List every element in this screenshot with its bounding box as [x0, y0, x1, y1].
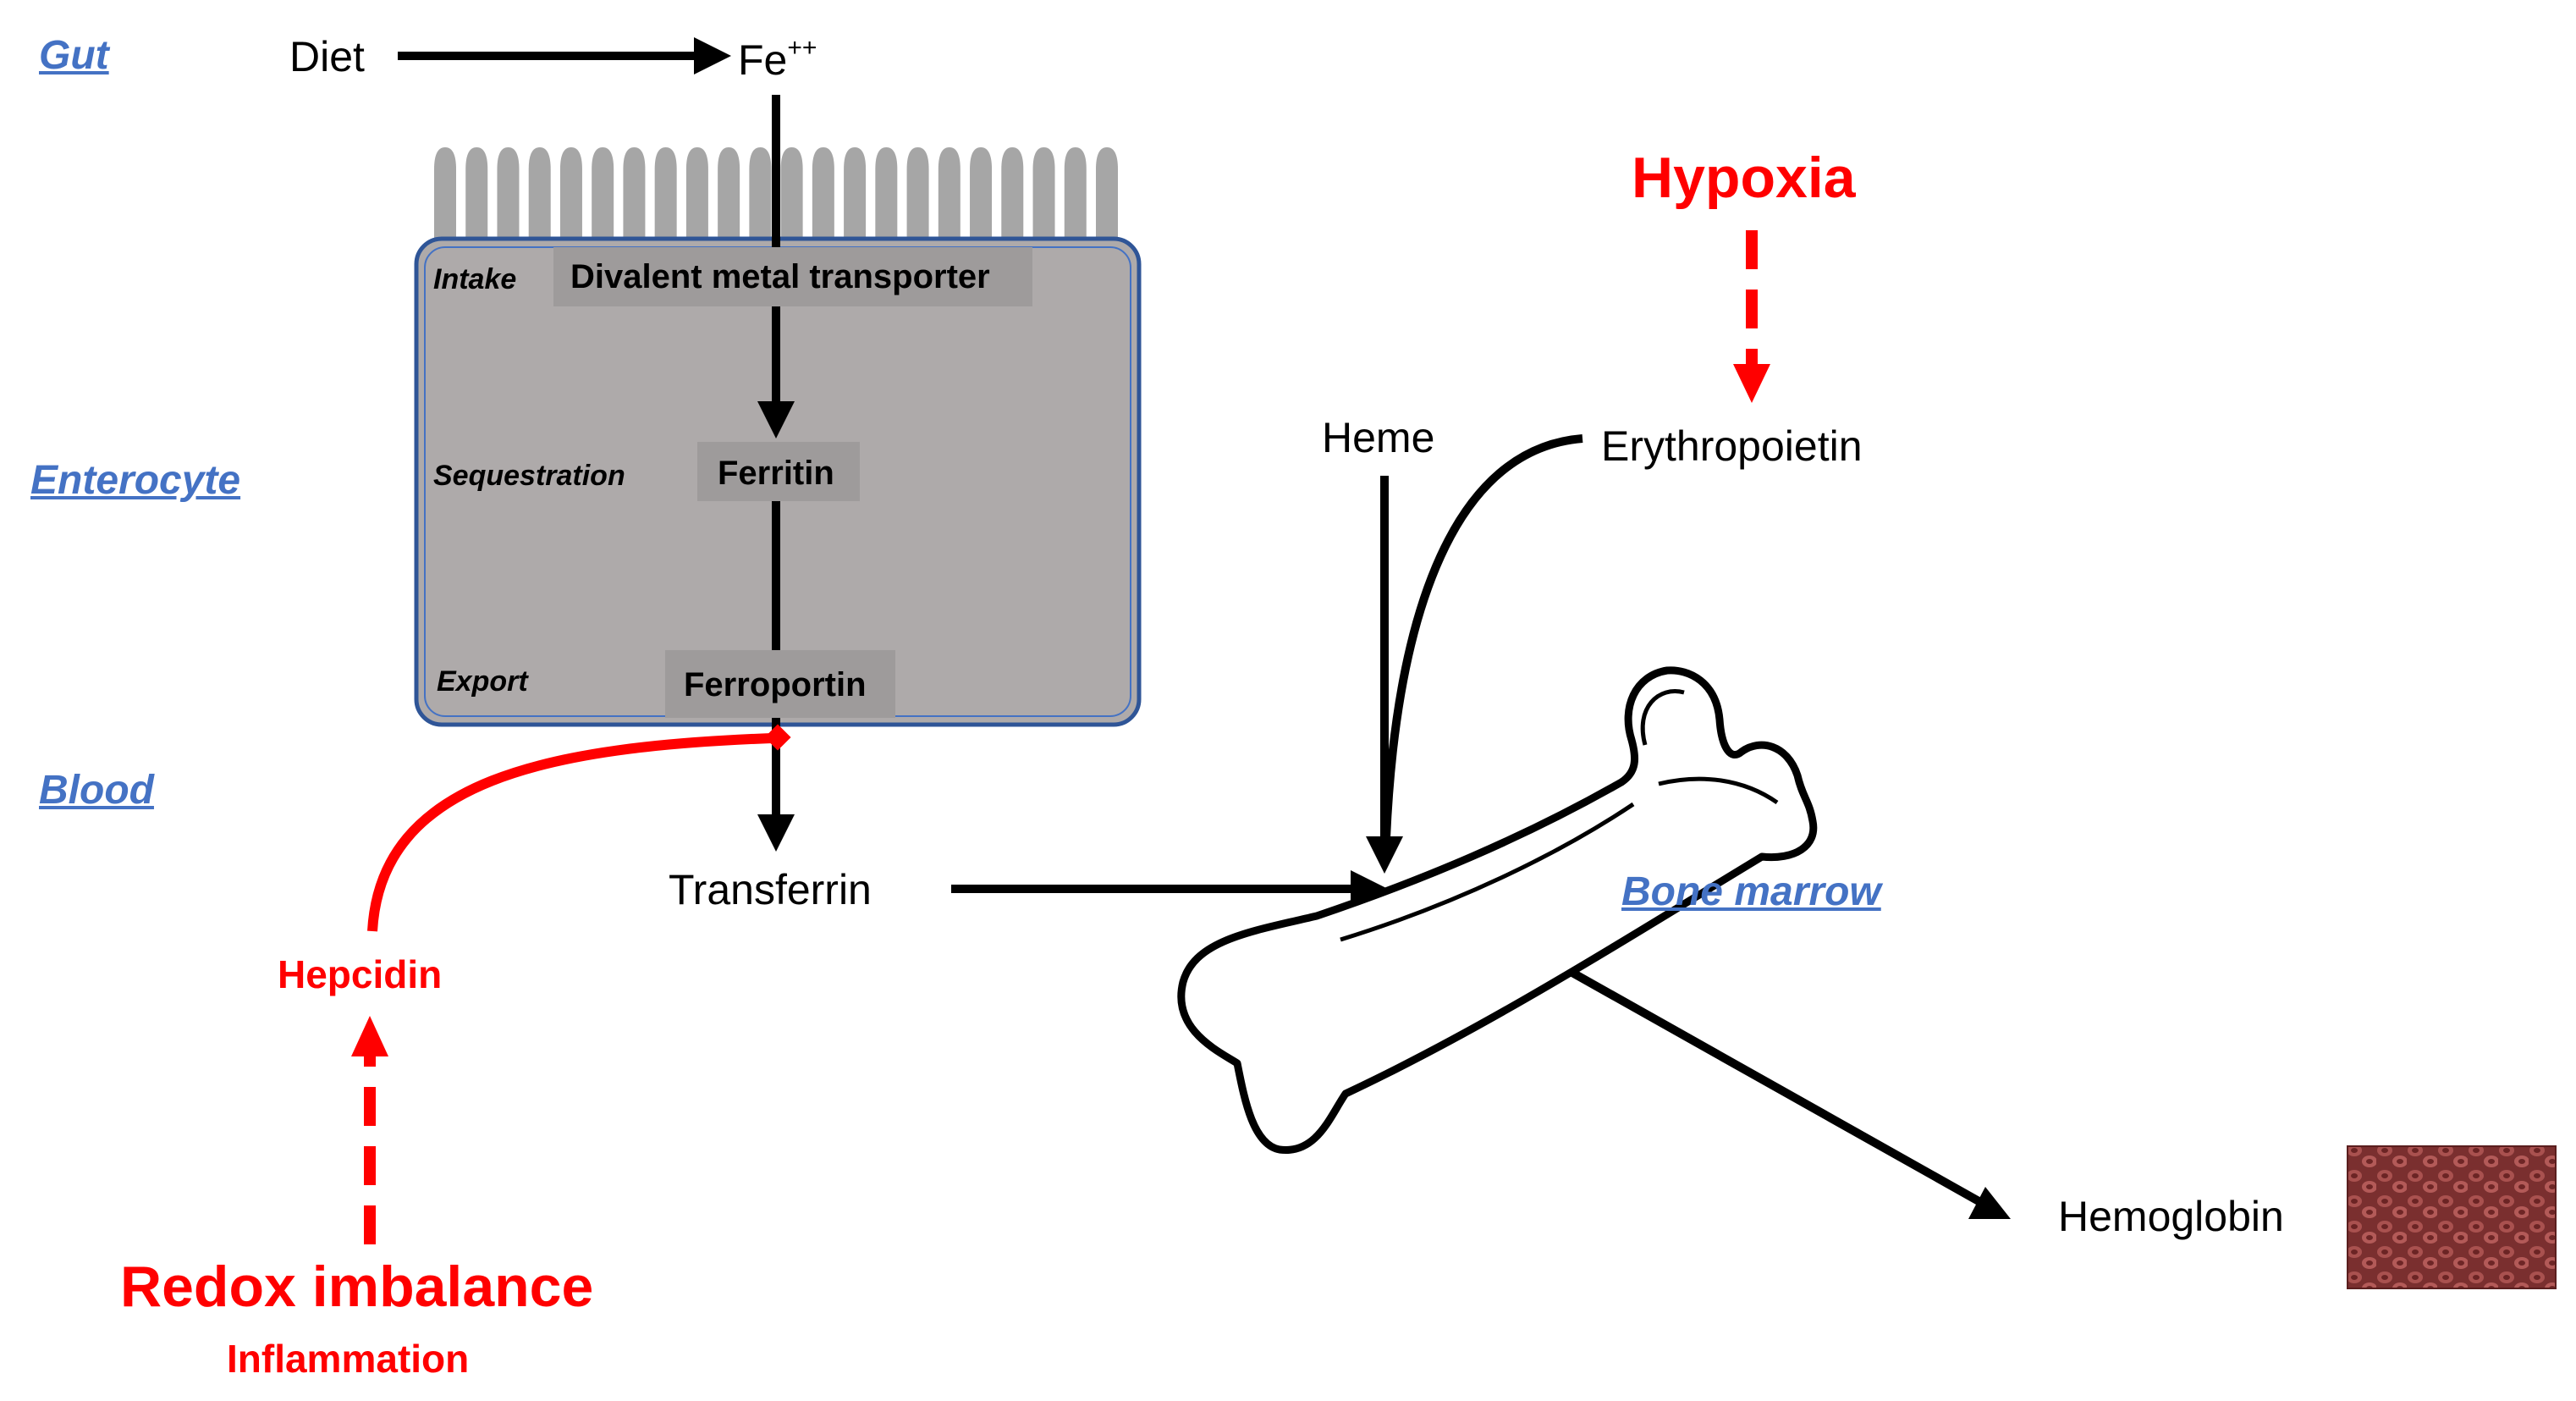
villus: [1001, 147, 1024, 254]
regulator-redox-imbalance: Redox imbalance: [120, 1255, 594, 1319]
node-fe-charge: ++: [787, 34, 817, 62]
arrowhead-heme: [1366, 836, 1403, 874]
region-blood: Blood: [39, 768, 154, 813]
arrow-marrow-to-hemoglobin: [1556, 961, 1983, 1206]
dmt-box: [553, 247, 1032, 306]
node-transferrin: Transferrin: [669, 866, 872, 913]
brush-border-villi: [434, 147, 1118, 254]
villus: [906, 147, 929, 254]
node-ferritin: Ferritin: [718, 455, 834, 492]
villus: [685, 147, 708, 254]
region-bone-marrow: Bone marrow: [1621, 869, 1881, 914]
villus: [434, 147, 456, 254]
villus: [465, 147, 488, 254]
node-erythropoietin: Erythropoietin: [1601, 422, 1863, 470]
villus: [812, 147, 834, 254]
red-blood-cells-image: [2347, 1145, 2557, 1289]
villus: [718, 147, 740, 254]
hepcidin-inhibit-marker: [764, 724, 791, 751]
node-heme: Heme: [1322, 414, 1435, 461]
arrow-epo-to-marrow: [1382, 434, 1583, 839]
node-fe: Fe++: [738, 34, 817, 84]
ferritin-box: [697, 442, 860, 501]
villus: [844, 147, 867, 254]
regulator-hypoxia: Hypoxia: [1632, 146, 1856, 210]
villus: [497, 147, 520, 254]
villus: [780, 147, 803, 254]
villus: [528, 147, 551, 254]
node-dmt: Divalent metal transporter: [570, 258, 990, 295]
bone-icon: [1177, 666, 1818, 1154]
villus: [749, 147, 772, 254]
node-hemoglobin: Hemoglobin: [2058, 1193, 2284, 1240]
node-ferroportin: Ferroportin: [684, 666, 867, 703]
regulator-hepcidin: Hepcidin: [278, 952, 443, 996]
villus: [559, 147, 582, 254]
node-diet: Diet: [289, 33, 365, 80]
region-enterocyte: Enterocyte: [30, 458, 241, 503]
ferroportin-box: [665, 650, 895, 718]
stage-sequestration: Sequestration: [433, 460, 625, 492]
villus: [875, 147, 898, 254]
villus: [938, 147, 960, 254]
villus: [1064, 147, 1087, 254]
regulator-inflammation: Inflammation: [227, 1337, 470, 1381]
stage-export: Export: [437, 665, 528, 698]
villus: [1032, 147, 1055, 254]
villus: [970, 147, 993, 254]
arrowhead-transferrin: [757, 814, 795, 852]
node-fe-base: Fe: [738, 36, 788, 84]
arrowhead-hepcidin: [351, 1016, 388, 1056]
arrowhead-fe: [694, 37, 731, 74]
arrowhead-epo: [1733, 364, 1770, 403]
arrowhead-ferritin: [757, 401, 795, 439]
villus: [654, 147, 677, 254]
hepcidin-inhibition-curve: [367, 733, 773, 932]
stage-intake: Intake: [433, 263, 517, 295]
villus: [623, 147, 646, 254]
villus: [592, 147, 614, 254]
arrowhead-hemoglobin: [1968, 1187, 2011, 1219]
region-gut: Gut: [39, 33, 109, 78]
villus: [1096, 147, 1118, 254]
